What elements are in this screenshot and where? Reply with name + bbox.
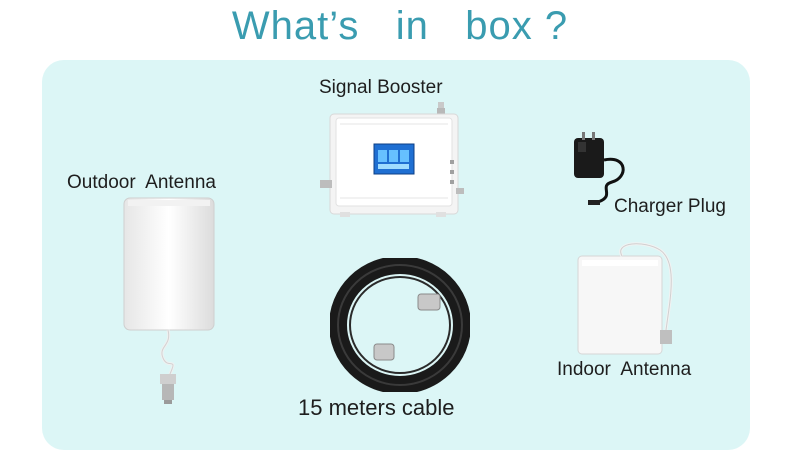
cable-coil-image [330,258,470,392]
signal-booster-label: Signal Booster [319,77,443,98]
indoor-antenna-label: Indoor Antenna [557,359,692,380]
page-title: What’s in box ? [231,4,569,48]
indoor-antenna-image [574,240,694,358]
signal-booster-image [318,100,468,220]
outdoor-antenna-label: Outdoor Antenna [67,172,216,193]
cable-label: 15 meters cable [298,395,455,420]
outdoor-antenna-image [118,196,218,406]
charger-plug-label: Charger Plug [614,196,726,217]
charger-plug-image [568,130,638,210]
